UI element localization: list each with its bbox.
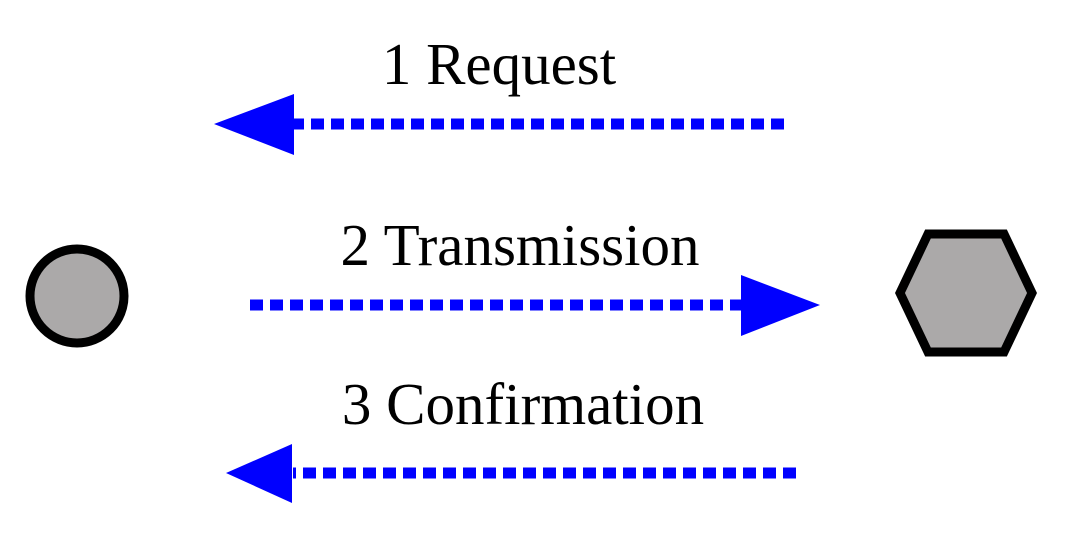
edge-request[interactable] (214, 94, 784, 155)
edge-request-label: 1 Request (382, 31, 617, 97)
edge-transmission-arrowhead (741, 275, 820, 336)
edge-confirmation[interactable] (226, 444, 796, 503)
edge-transmission-label: 2 Transmission (340, 212, 699, 278)
edge-confirmation-label: 3 Confirmation (342, 371, 704, 437)
edge-request-arrowhead (214, 94, 294, 155)
edge-transmission[interactable] (250, 275, 820, 336)
node-right-hexagon[interactable] (895, 229, 1037, 357)
edge-confirmation-arrowhead (226, 444, 292, 503)
node-left-circle[interactable] (25, 244, 129, 348)
